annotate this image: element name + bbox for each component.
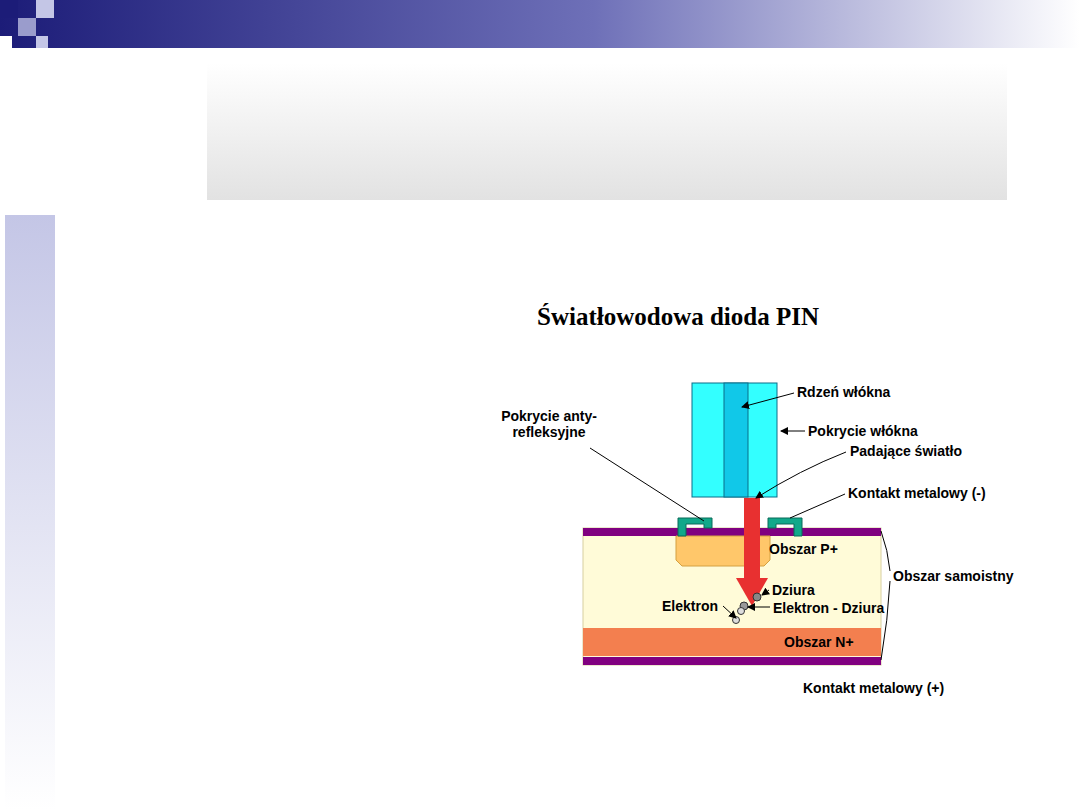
callout-label: Kontakt metalowy (-) xyxy=(848,485,986,501)
corner-square xyxy=(36,36,48,48)
corner-square xyxy=(0,0,18,18)
callout-label: Elektron - Dziura xyxy=(773,600,884,616)
bottom-metal xyxy=(583,657,881,665)
side-bar xyxy=(5,215,55,810)
callout-label: Elektron xyxy=(662,598,718,614)
electron xyxy=(738,608,745,615)
title-box xyxy=(207,63,1007,200)
diagram-title: Światłowodowa dioda PIN xyxy=(537,303,819,331)
corner-square xyxy=(36,0,54,18)
hole xyxy=(753,593,761,601)
region-label: Obszar N+ xyxy=(784,634,854,650)
callout-label: Pokrycie anty- refleksyjne xyxy=(494,408,604,440)
region-label: Obszar samoistny xyxy=(893,568,1014,584)
fiber-core xyxy=(724,383,748,497)
intrinsic-region xyxy=(583,528,881,665)
corner-square xyxy=(18,18,36,36)
metal-contact xyxy=(678,518,712,536)
light-arrowhead xyxy=(736,578,768,606)
fiber-cladding xyxy=(692,383,777,497)
corner-square xyxy=(0,36,12,48)
callout-label: Pokrycie włókna xyxy=(808,423,918,439)
light-beam xyxy=(744,498,760,578)
callout-label: Padające światło xyxy=(850,443,962,459)
callout-label: Rdzeń włókna xyxy=(797,384,890,400)
header-bar xyxy=(0,0,1080,48)
region-label: Obszar P+ xyxy=(769,541,838,557)
metal-contact xyxy=(768,518,802,536)
top-metal xyxy=(583,528,881,536)
n-plus-region xyxy=(583,628,881,656)
callout-label: Dziura xyxy=(772,582,815,598)
callout-label: Kontakt metalowy (+) xyxy=(803,680,944,696)
